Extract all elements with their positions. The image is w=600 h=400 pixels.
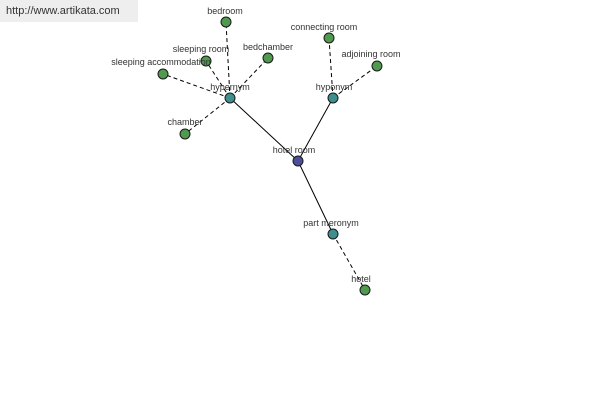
node-hyponym[interactable] [327, 92, 339, 104]
label-hyponym: hyponym [316, 82, 353, 92]
labels-layer: hotel room hypernym hyponym part meronym bed… [111, 6, 400, 284]
label-hotel-room: hotel room [273, 145, 316, 155]
label-hotel: hotel [351, 274, 371, 284]
label-part-meronym: part meronym [303, 218, 359, 228]
node-sleeping-room[interactable] [200, 55, 212, 67]
edge-hotel-room-to-hypernym [229, 97, 299, 162]
edge-hyponym-to-connecting-room [328, 37, 334, 99]
edge-hypernym-to-sleeping-room [205, 60, 231, 99]
edge-hotel-room-to-part-meronym [297, 160, 334, 235]
watermark-url: http://www.artikata.com [0, 0, 138, 22]
node-adjoining-room[interactable] [371, 60, 383, 72]
edges-layer [162, 21, 378, 291]
node-chamber[interactable] [179, 128, 191, 140]
label-bedroom: bedroom [207, 6, 243, 16]
nodes-layer [157, 16, 383, 296]
edge-hypernym-to-chamber [184, 97, 231, 135]
node-part-meronym[interactable] [327, 228, 339, 240]
label-hypernym: hypernym [210, 82, 250, 92]
node-bedchamber[interactable] [262, 52, 274, 64]
label-sleeping-accommodation: sleeping accommodation [111, 57, 211, 67]
label-sleeping-room: sleeping room [173, 44, 230, 54]
edge-hyponym-to-adjoining-room [332, 65, 378, 99]
node-hotel-room[interactable] [292, 155, 304, 167]
node-hotel[interactable] [359, 284, 371, 296]
edge-hypernym-to-bedchamber [229, 57, 269, 99]
label-bedchamber: bedchamber [243, 42, 293, 52]
node-bedroom[interactable] [220, 16, 232, 28]
node-sleeping-accommodation[interactable] [157, 68, 169, 80]
edge-hypernym-to-bedroom [225, 21, 231, 99]
edge-hypernym-to-sleeping-accommodation [162, 73, 231, 99]
label-connecting-room: connecting room [291, 22, 358, 32]
node-connecting-room[interactable] [323, 32, 335, 44]
label-chamber: chamber [167, 117, 202, 127]
edge-part-meronym-to-hotel [332, 233, 366, 291]
edge-hotel-room-to-hyponym [297, 97, 334, 162]
label-adjoining-room: adjoining room [341, 49, 400, 59]
node-hypernym[interactable] [224, 92, 236, 104]
